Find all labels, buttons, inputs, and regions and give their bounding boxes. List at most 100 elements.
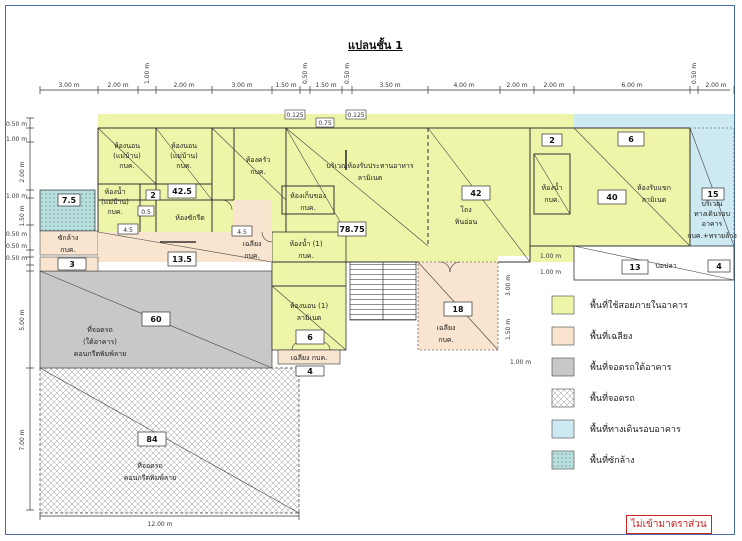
walkway-top	[574, 114, 734, 128]
right-dimensions: 1.00 m 1.00 m 3.00 m 1.50 m 1.00 m	[505, 253, 561, 366]
dining-area: 78.75	[339, 225, 365, 234]
walkway-label-d: กบค.+ทรายล้าง	[687, 232, 737, 240]
legend-label-4: พื้นที่จอดรถ	[590, 391, 635, 404]
storage-floor: กบค.	[300, 204, 316, 212]
hall-floor: หินอ่อน	[455, 218, 478, 226]
legend: พื้นที่ใช้สอยภายในอาคารพื้นที่เฉลียงพื้น…	[551, 295, 688, 470]
parking-open-label: ที่จอดรถ	[137, 461, 162, 470]
walkway-label-c: อาคาร	[702, 220, 723, 228]
area-0-5: 0.5	[141, 209, 151, 216]
legend-swatch-4	[551, 388, 575, 408]
terrace-center-area: 18	[452, 305, 464, 314]
kitchen-floor: กบค.	[250, 168, 266, 176]
right-dim-4: 1.50 m	[505, 319, 512, 340]
top-dim-2: 2.00 m	[107, 82, 128, 89]
room-labels: ห้องนอน (แม่บ้าน) กบค. ห้องนอน (แม่บ้าน)…	[58, 142, 737, 482]
right-bath-floor: กบค.	[544, 196, 560, 204]
legend-label-3: พื้นที่จอดรถใต้อาคาร	[590, 360, 672, 373]
parking-under-floor: คอนกรีตพิมพ์ลาย	[74, 350, 126, 358]
hall-label: โถง	[460, 205, 471, 214]
left-dim-3: 2.00 m	[19, 161, 26, 182]
drawing-frame	[5, 5, 735, 535]
dining-floor: ลามิเนต	[358, 174, 383, 182]
left-dim-1: 0.50 m	[6, 121, 27, 128]
top-dim-4: 2.00 m	[173, 82, 194, 89]
top-dim-11: 4.00 m	[453, 82, 474, 89]
walkway-label-b: ทางเดินรอบ	[694, 210, 730, 218]
wall-tag-3: 0.125	[347, 112, 364, 119]
parking-under-sub: (ใต้อาคาร)	[83, 337, 117, 346]
left-dim-5: 1.50 m	[19, 205, 26, 226]
bottom-dimension: 12.00 m	[39, 512, 300, 528]
top-dim-13: 2.00 m	[543, 82, 564, 89]
laundry-area-floor: กบค.	[60, 246, 76, 254]
top-dim-8: 1.50 m	[315, 82, 336, 89]
maid-bed-1-floor: กบค.	[119, 162, 135, 170]
wall-tags: 0.125 0.75 0.125	[284, 109, 367, 128]
bed-1-floor: ลามิเนต	[297, 314, 322, 322]
left-dim-9: 5.00 m	[19, 309, 26, 330]
right-dim-5: 1.00 m	[510, 359, 531, 366]
top-dim-10: 3.50 m	[379, 82, 400, 89]
top-dim-6: 1.50 m	[275, 82, 296, 89]
maid-bath-sub: (แม่บ้าน)	[101, 198, 129, 206]
top-dim-3: 1.00 m	[144, 63, 151, 84]
parking-under-label: ที่จอดรถ	[87, 325, 112, 334]
right-dim-3: 3.00 m	[505, 275, 512, 296]
top-dim-7: 0.50 m	[302, 63, 309, 84]
walkway-area: 15	[707, 190, 719, 199]
terrace-west-floor: กบค.	[244, 252, 260, 260]
legend-swatch-3	[551, 357, 575, 377]
not-to-scale-note: ไม่เข้ามาตราส่วน	[626, 515, 712, 534]
terrace-west-label: เฉลียง	[243, 240, 262, 248]
left-dim-7: 0.50 m	[6, 243, 27, 250]
maid-bed-2-floor: กบค.	[176, 162, 192, 170]
windows	[160, 150, 347, 243]
maid-bed-1-sub: (แม่บ้าน)	[113, 152, 141, 160]
maid-bath-area: 2	[150, 191, 156, 200]
maid-bed-2-title: ห้องนอน	[171, 142, 197, 150]
laundry-area-label: ซักล้าง	[58, 234, 79, 242]
walls	[97, 127, 691, 287]
living-label: ห้องรับแขก	[637, 184, 671, 192]
area-3: 3	[69, 260, 75, 269]
maid-bed-2-area: 42.5	[172, 187, 192, 196]
pond-area: 13	[629, 263, 640, 272]
terrace-laundry-strip	[39, 230, 99, 256]
plan-title: แปลนชั้น 1	[348, 39, 403, 52]
legend-swatch-1	[551, 295, 575, 315]
area-6-a: 6	[628, 135, 634, 144]
terrace-west-area: 13.5	[172, 255, 192, 264]
living-area: 40	[606, 193, 618, 202]
legend-label-1: พื้นที่ใช้สอยภายในอาคาร	[590, 298, 688, 311]
legend-label-6: พื้นที่ซักล้าง	[590, 453, 635, 466]
maid-bed-2-sub: (แม่บ้าน)	[170, 152, 198, 160]
right-bath-area: 2	[549, 136, 555, 145]
terrace-south	[277, 349, 341, 365]
walkway-label-a: บริเวณ	[701, 200, 723, 208]
area-number-boxes: 42.5 2 0.5 4.5 4.5 78.75 42 2 6 40 15 7.…	[57, 131, 731, 447]
bottom-dim-label: 12.00 m	[148, 521, 173, 528]
maid-bath-title: ห้องน้ำ	[105, 185, 126, 196]
pond-label: บ่อปลา	[655, 262, 676, 270]
top-dim-12: 2.00 m	[506, 82, 527, 89]
left-dimension-line: 0.50 m1.00 m2.00 m1.00 m1.50 m0.50 m0.50…	[6, 117, 34, 511]
terrace-south-label: เฉลียง กบค.	[291, 354, 328, 362]
legend-swatch-5	[551, 419, 575, 439]
left-dim-8: 0.50 m	[6, 255, 27, 262]
top-dim-16: 2.00 m	[705, 82, 726, 89]
top-dim-14: 6.00 m	[621, 82, 642, 89]
kitchen-label: ห้องครัว	[246, 156, 271, 164]
laundry-room-label: ห้องซักรีด	[175, 214, 205, 222]
parking-under-area: 60	[150, 315, 162, 324]
terrace-south-area: 4	[307, 367, 313, 376]
left-dim-10: 7.00 m	[19, 429, 26, 450]
top-dim-5: 3.00 m	[231, 82, 252, 89]
hall-area: 42	[470, 189, 481, 198]
maid-bath-floor: กบค.	[107, 208, 123, 216]
legend-swatch-2	[551, 326, 575, 346]
top-dim-15: 0.50 m	[691, 63, 698, 84]
area-4-5-a: 4.5	[123, 227, 133, 234]
wall-tag-1: 0.125	[286, 112, 303, 119]
